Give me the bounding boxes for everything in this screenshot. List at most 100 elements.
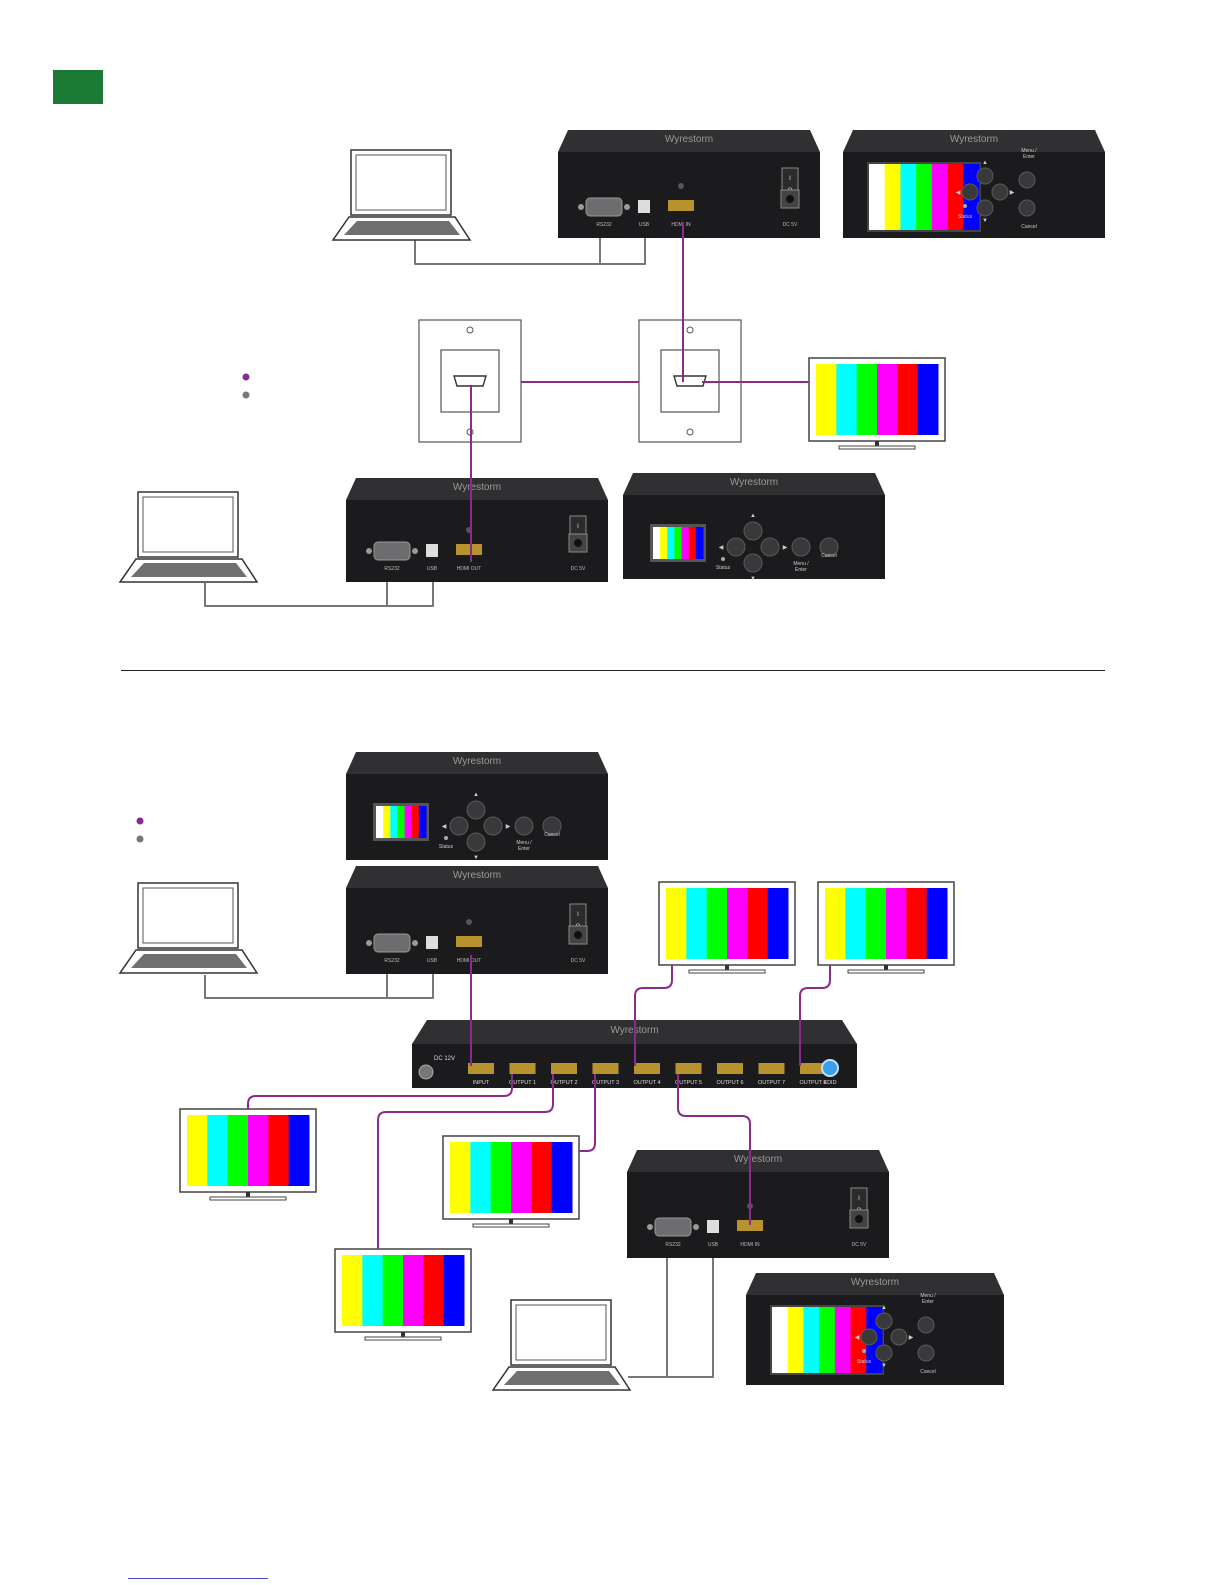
section-divider	[121, 670, 1105, 671]
color-bar	[404, 806, 413, 838]
arrow-up-icon: ▲	[750, 513, 756, 519]
hdmi-label: HDMI IN	[740, 1242, 760, 1248]
laptop-icon	[491, 1299, 632, 1391]
color-bar	[877, 364, 898, 435]
menu-button	[791, 537, 811, 557]
arrow-down-icon: ▼	[473, 855, 479, 861]
dc-pin	[786, 195, 794, 203]
test-pattern-icon	[666, 888, 789, 959]
menu-label: Enter	[922, 1299, 934, 1305]
nav-button	[760, 537, 780, 557]
hdmi-port-icon	[737, 1220, 763, 1231]
color-bar	[897, 364, 919, 435]
hdmi-cable	[677, 1074, 751, 1225]
usb-label: USB	[639, 222, 650, 228]
device-top	[843, 130, 1105, 152]
brand-logo: Wyrestorm	[453, 870, 501, 881]
color-bar	[342, 1255, 363, 1326]
status-led	[963, 204, 967, 208]
device-top	[627, 1150, 889, 1172]
color-bar	[511, 1142, 532, 1213]
test-pattern-icon	[450, 1142, 573, 1213]
lcd-screen	[376, 806, 427, 838]
status-label: Status	[439, 844, 454, 850]
monitor-neck	[725, 965, 729, 970]
color-bar	[531, 1142, 553, 1213]
laptop-keyboard	[131, 563, 247, 577]
brand-logo: Wyrestorm	[453, 756, 501, 767]
color-bar	[886, 888, 907, 959]
arrow-right-icon: ▶	[506, 824, 511, 830]
port-label: INPUT	[473, 1080, 490, 1086]
menu-label: Enter	[1023, 154, 1035, 160]
nav-button	[875, 1344, 893, 1362]
color-bar	[865, 888, 887, 959]
usb-label: USB	[427, 958, 438, 964]
color-bar	[288, 1115, 310, 1186]
color-bar	[869, 164, 886, 230]
color-bar	[653, 527, 661, 559]
color-bar	[836, 364, 858, 435]
color-bar	[931, 164, 949, 230]
color-bar	[397, 806, 406, 838]
monitor-stand	[364, 1336, 442, 1341]
usb-b-port-icon	[426, 544, 438, 557]
color-bar	[900, 164, 917, 230]
hdmi-label: HDMI IN	[671, 222, 691, 228]
laptop-icon	[118, 882, 259, 974]
page-section-tag	[53, 70, 103, 104]
color-bar	[767, 888, 789, 959]
arrow-right-icon: ▶	[909, 1335, 914, 1341]
plate-screw	[686, 326, 694, 334]
nav-button	[466, 832, 486, 852]
status-label: Status	[716, 565, 731, 571]
dc-label: DC 5V	[571, 958, 586, 964]
footer-link-underline[interactable]	[128, 1578, 268, 1579]
color-bar	[906, 888, 928, 959]
laptop-bezel	[515, 1304, 607, 1361]
monitor-icon	[179, 1108, 317, 1201]
port-label: OUTPUT 4	[633, 1080, 660, 1086]
hdmi-port-icon	[673, 375, 707, 387]
color-bar	[926, 888, 948, 959]
nav-button	[743, 553, 763, 573]
cancel-button	[819, 537, 839, 557]
cancel-button	[542, 816, 562, 836]
color-bar	[403, 1255, 424, 1326]
plate-screw	[686, 428, 694, 436]
color-bar	[382, 1255, 404, 1326]
cancel-button	[917, 1344, 935, 1362]
brand-logo: Wyrestorm	[851, 1277, 899, 1288]
usb-cable	[414, 220, 646, 265]
nav-button	[976, 199, 994, 217]
legend-usb-dot	[242, 391, 250, 399]
device-front	[346, 500, 608, 582]
color-bar	[772, 1307, 789, 1373]
rs232-label: RS232	[384, 958, 400, 964]
brand-logo: Wyrestorm	[665, 134, 713, 145]
edid-button-icon	[821, 1059, 839, 1077]
nav-button	[976, 167, 994, 185]
usb-b-port-icon	[707, 1220, 719, 1233]
monitor-neck	[246, 1192, 250, 1197]
hdmi-port-icon	[634, 1063, 660, 1074]
arrow-up-icon: ▲	[473, 792, 479, 798]
color-bar	[825, 888, 846, 959]
nav-button	[449, 816, 469, 836]
legend-usb-dot	[136, 835, 144, 843]
hdmi-port-icon	[717, 1063, 743, 1074]
nav-button	[483, 816, 503, 836]
color-bar	[423, 1255, 445, 1326]
color-bar	[390, 806, 398, 838]
port-label: OUTPUT 2	[550, 1080, 577, 1086]
hdmi-cable	[377, 1074, 554, 1249]
color-bar	[450, 1142, 471, 1213]
nav-button	[466, 800, 486, 820]
